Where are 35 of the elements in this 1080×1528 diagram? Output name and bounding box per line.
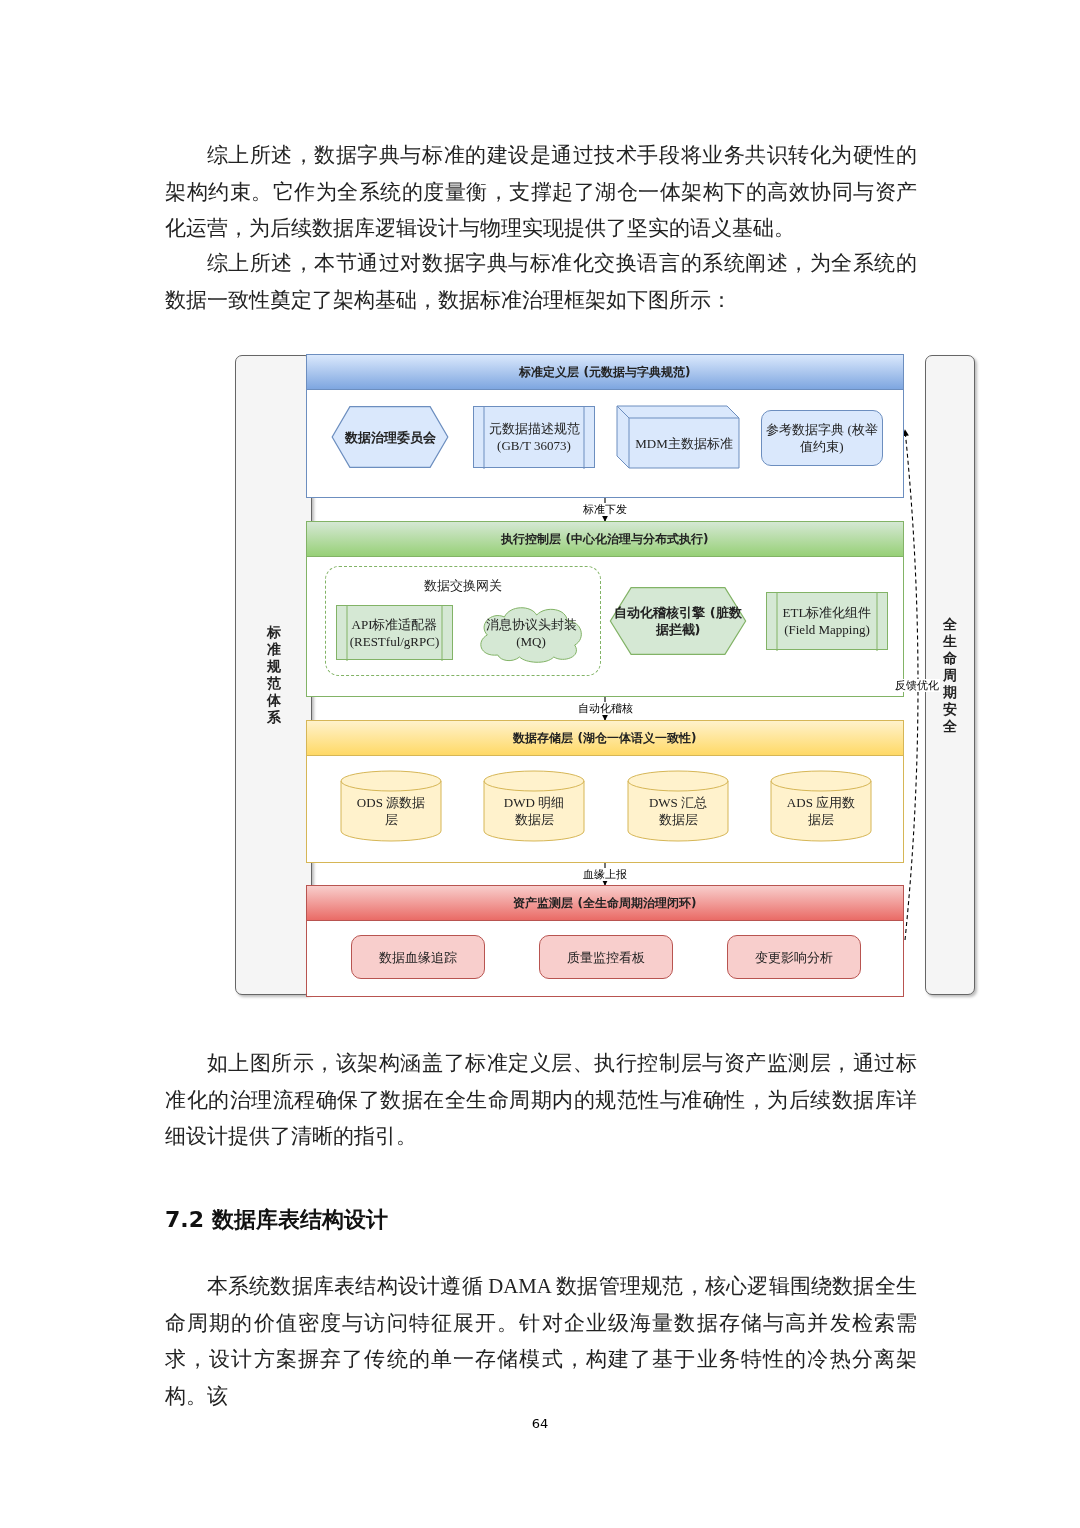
cylinder-node: ODS 源数据层 [341, 771, 441, 841]
cylinder-node: DWD 明细数据层 [484, 771, 584, 841]
side-panel: 标准规范体系 [235, 355, 312, 995]
section-heading: 7.2 数据库表结构设计 [165, 1206, 388, 1234]
paragraph: 如上图所示，该架构涵盖了标准定义层、执行控制层与资产监测层，通过标准化的治理流程确保了数据在全生命周期内的规范性与准确性，为后续数据库详细设计提供了清晰的指引。 [165, 1050, 917, 1149]
edge-label: 自动化稽核 [576, 702, 634, 715]
rounded-box: 质量监控看板 [539, 935, 673, 979]
layer-header: 资产监测层 (全生命周期治理闭环) [307, 886, 903, 921]
rounded-box: 数据血缘追踪 [351, 935, 485, 979]
process-box: API标准适配器 (RESTful/gRPC) [336, 605, 453, 660]
page-number: 64 [530, 1416, 550, 1431]
rounded-box: 变更影响分析 [727, 935, 861, 979]
paragraph: 本系统数据库表结构设计遵循 DAMA 数据管理规范，核心逻辑围绕数据全生命周期的价值密度与访问特征展开。针对企业级海量数据存储与高并发检索需求，设计方案摒弃了传统的单一存储模式，构建了基于业务特性的冷热分离架构。该 [165, 1273, 917, 1409]
layer-panel [306, 885, 904, 997]
cylinder-node: ADS 应用数据层 [771, 771, 871, 841]
layer-panel [306, 354, 904, 498]
layer-panel [306, 720, 904, 863]
process-box: ETL标准化组件 (Field Mapping) [766, 592, 888, 650]
edge-label: 标准下发 [582, 503, 628, 516]
rounded-box: 参考数据字典 (枚举值约束) [761, 410, 883, 466]
dashed-arrow [902, 429, 919, 941]
layer-header: 标准定义层 (元数据与字典规范) [307, 355, 903, 390]
group-title: 数据交换网关 [423, 577, 503, 594]
layer-header: 数据存储层 (湖仓一体语义一致性) [307, 721, 903, 756]
layer-header: 执行控制层 (中心化治理与分布式执行) [307, 522, 903, 557]
edge-label: 血缘上报 [582, 867, 628, 881]
hexagon-node: 数据治理委员会 [331, 406, 449, 468]
edge-label: 反馈优化 [894, 678, 940, 692]
paragraph: 综上所述，本节通过对数据字典与标准化交换语言的系统阐述，为全系统的数据一致性奠定了架构基础，数据标准治理框架如下图所示： [165, 250, 917, 313]
cube-node: MDM主数据标准 [617, 406, 739, 468]
cylinder-node: DWS 汇总数据层 [628, 771, 728, 841]
paragraph: 综上所述，数据字典与标准的建设是通过技术手段将业务共识转化为硬性的架构约束。它作为全系统的度量衡，支撑起了湖仓一体架构下的高效协同与资产化运营，为后续数据库逻辑设计与物理实现提供了坚实的语义基础。 [165, 142, 917, 241]
process-box: 元数据描述规范 (GB/T 36073) [473, 406, 595, 468]
hexagon-node: 自动化稽核引擎 (脏数据拦截) [609, 587, 747, 655]
group-box [325, 566, 601, 676]
